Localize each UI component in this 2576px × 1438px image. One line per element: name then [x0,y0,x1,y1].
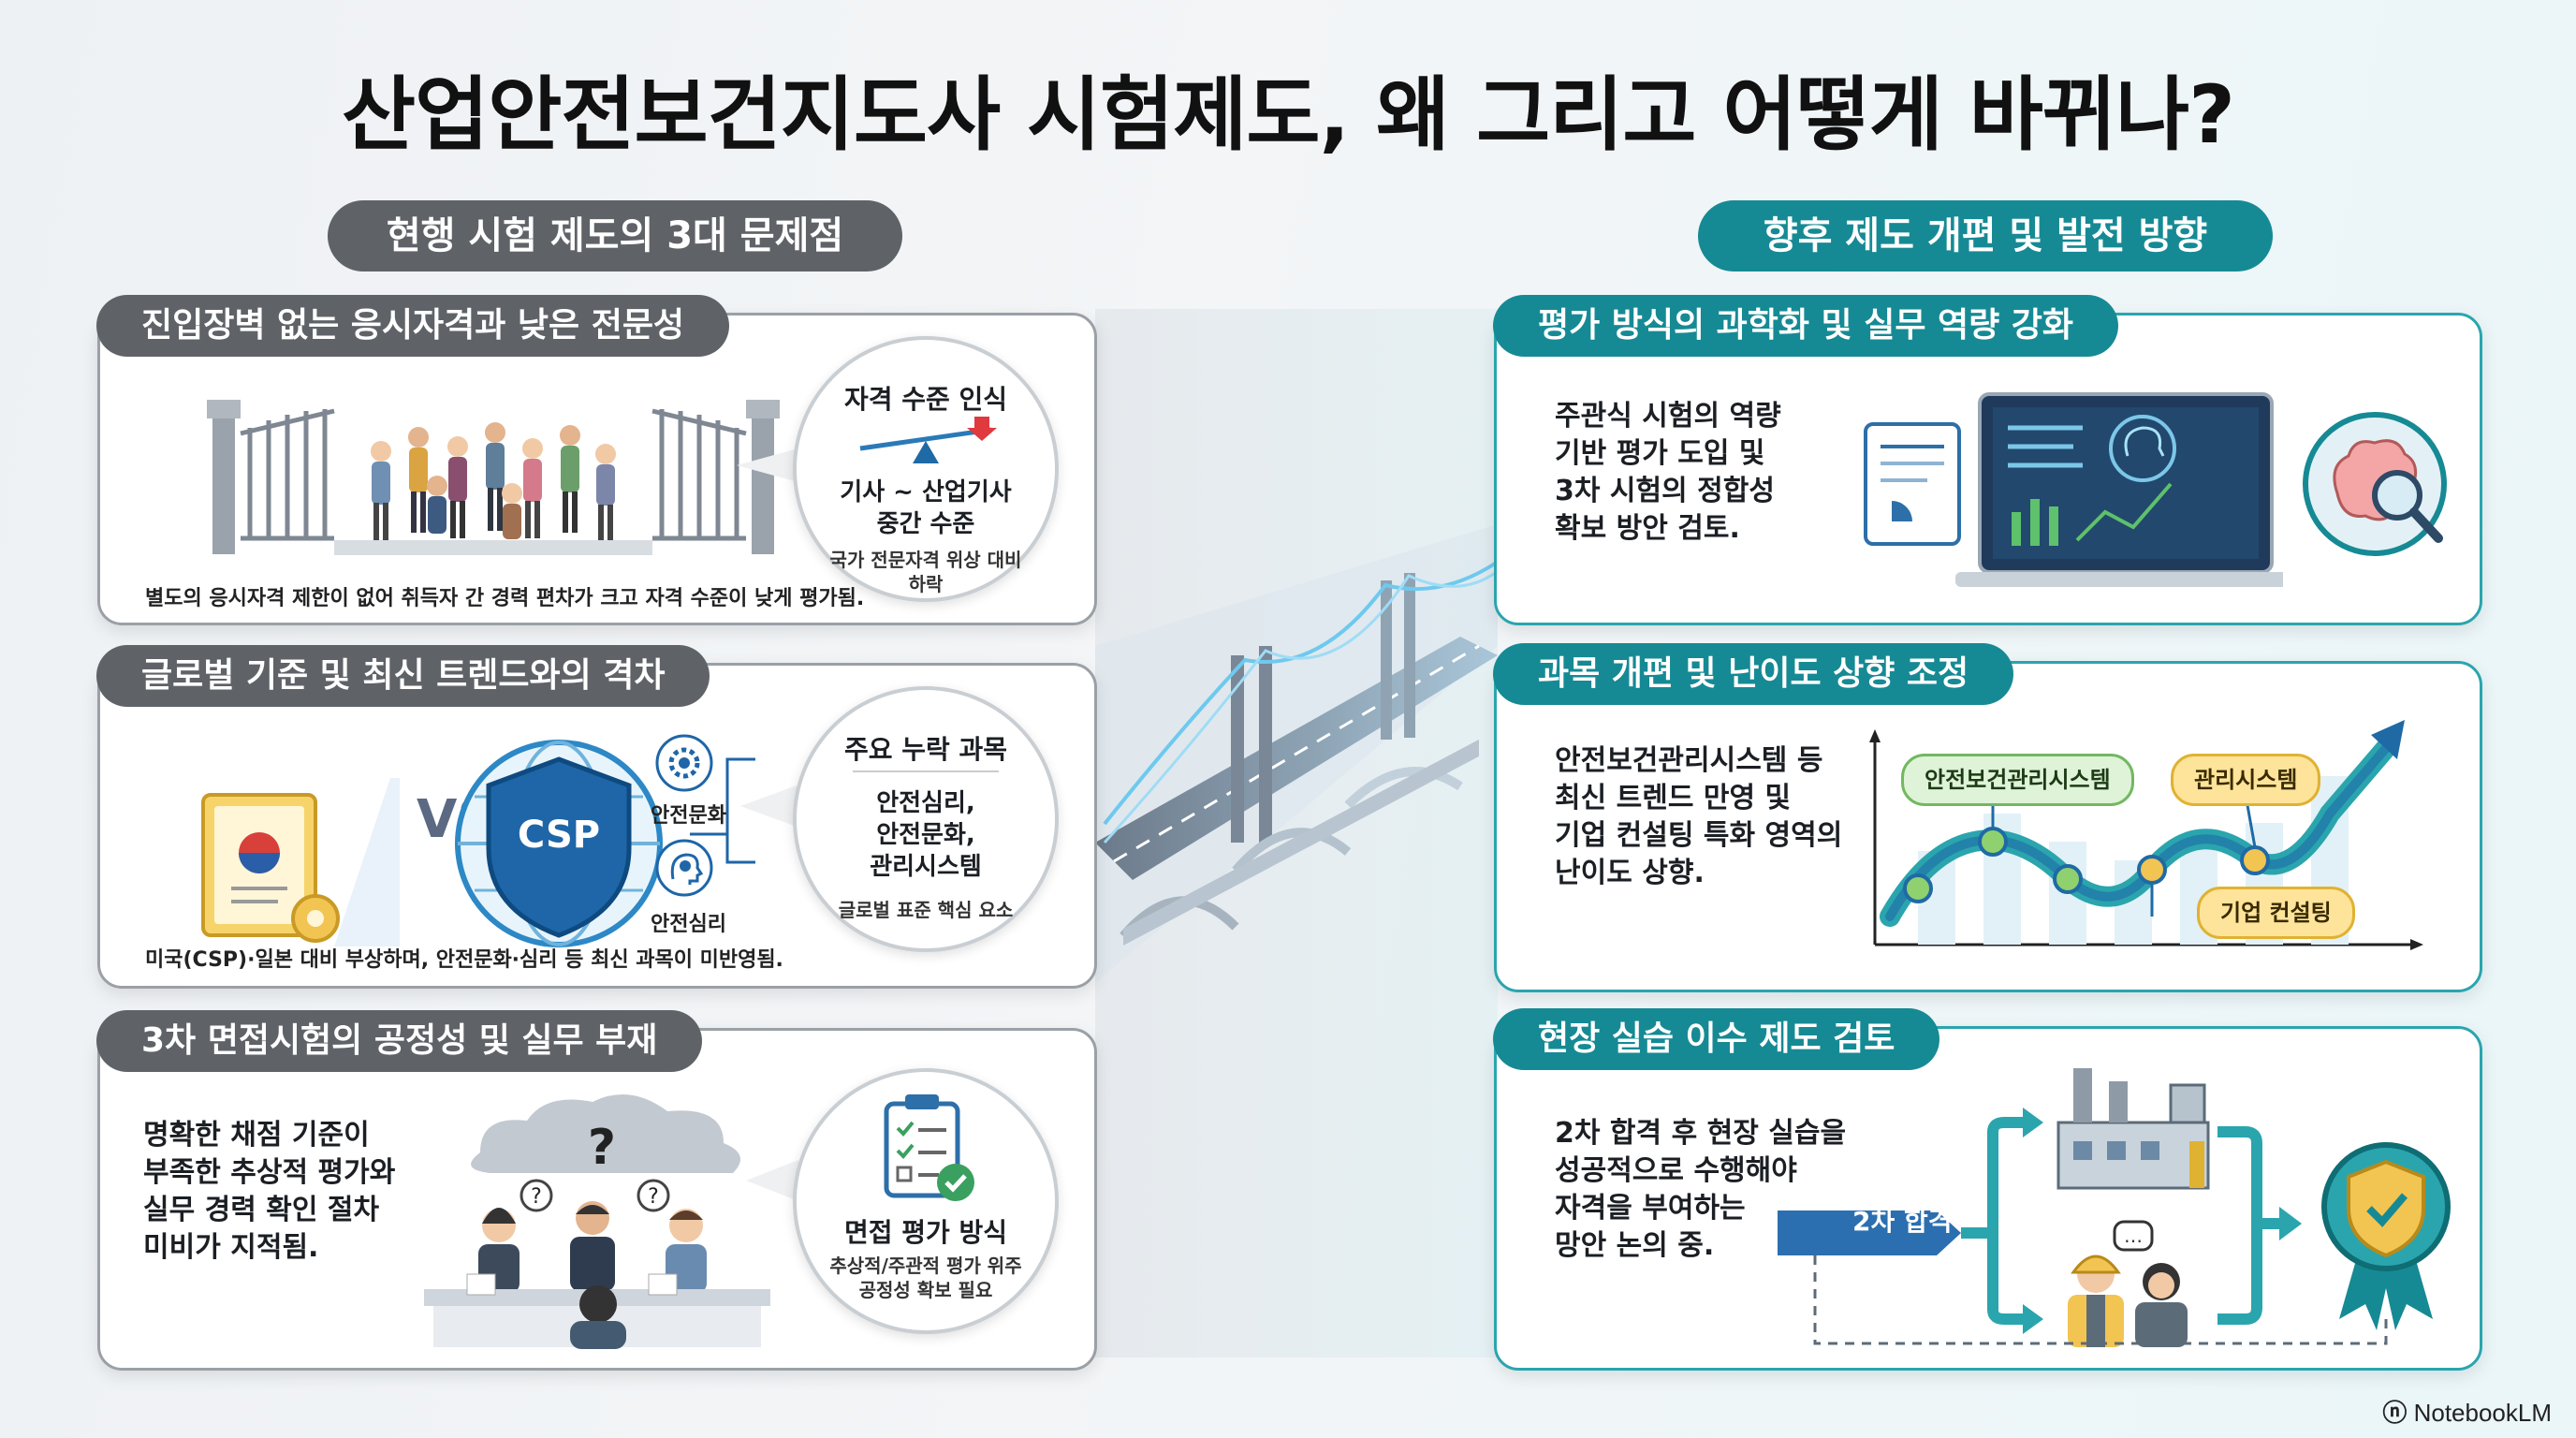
problem-card-3-title: 3차 면접시험의 공정성 및 실무 부재 [96,1010,703,1072]
direction-card-2: 과목 개편 및 난이도 상향 조정 안전보건관리시스템 등 최신 트렌드 만영 … [1493,643,2482,992]
circle-title: 자격 수준 인식 [843,384,1008,415]
growth-curve-chart-icon [1869,720,2423,950]
logo-icon: ⓝ [2382,1399,2414,1427]
laptop-analytics-icon [1864,392,2283,587]
direction-card-3-body-3: 자격을 부여하는 [1555,1192,1746,1225]
direction-card-1-body-2: 기반 평가 도입 및 [1555,437,1765,470]
problem-card-1-caption: 별도의 응시자격 제한이 없어 취득자 간 경력 편차가 크고 자격 수준이 낮… [145,587,865,610]
circle-title: 면접 평가 방식 [843,1217,1008,1248]
brain-head-icon [655,839,713,897]
process-flow-diagram: … [1778,1068,2451,1347]
direction-card-2-body-4: 난이도 상향. [1555,857,1705,889]
gear-icon [655,734,713,792]
direction-card-2-body-3: 기업 컨설팅 특화 영역의 [1555,819,1843,852]
problem-card-3-body-1: 명확한 채점 기준이 [143,1119,370,1152]
icon-label-safety-psychology: 안전심리 [651,913,726,936]
balance-scale-icon [859,417,997,463]
brain-magnifier-icon [2303,412,2447,556]
direction-card-1-body-1: 주관식 시험의 역량 [1555,400,1781,433]
circle-mid-3: 관리시스템 [870,853,982,881]
problem-card-3: 3차 면접시험의 공정성 및 실무 부재 명확한 채점 기준이 부족한 추상적 … [96,1010,1097,1371]
circle-mid-2: 중간 수준 [876,510,975,538]
problem-card-1-circle: 자격 수준 인식 기사 ~ 산업기사 중간 수준 국가 전문자격 위상 대비 하… [793,336,1059,602]
chip-safety-mgmt-system: 안전보건관리시스템 [1901,754,2134,806]
icon-label-safety-culture: 안전문화 [651,804,726,828]
direction-card-1-body-4: 확보 방안 검토. [1555,512,1740,545]
problem-card-1-title: 진입장벽 없는 응시자격과 낮은 전문성 [96,295,730,357]
gate-crowd-illustration [207,400,780,555]
svg-text:?: ? [531,1185,542,1209]
direction-card-2-body-1: 안전보건관리시스템 등 [1555,744,1823,777]
checklist-clipboard-icon [884,1094,974,1201]
svg-text:?: ? [588,1120,616,1176]
circle-foot: 글로벌 표준 핵심 요소 [838,899,1014,921]
circle-foot: 국가 전문자격 위상 대비 하락 [829,549,1022,595]
direction-card-3-body-4: 망안 논의 중. [1555,1229,1715,1262]
problem-card-2-title: 글로벌 기준 및 최신 트렌드와의 격차 [96,645,710,707]
direction-card-3-title: 현장 실습 이수 제도 검토 [1493,1008,1940,1070]
problem-card-1: 진입장벽 없는 응시자격과 낮은 전문성 [96,295,1097,625]
csp-shield-globe-icon [455,740,663,947]
left-section-header: 현행 시험 제도의 3대 문제점 [328,200,902,271]
problem-card-3-body-2: 부족한 추상적 평가와 [143,1156,396,1189]
direction-card-2-body-2: 최신 트렌드 만영 및 [1555,782,1792,814]
chip-corporate-consulting: 기업 컨설팅 [2197,887,2355,939]
problem-card-2-circle: 주요 누락 과목 안전심리, 안전문화, 관리시스템 글로벌 표준 핵심 요소 [793,686,1059,952]
svg-text:?: ? [648,1185,659,1209]
problem-card-3-body-4: 미비가 지적됨. [143,1231,319,1264]
problem-card-2: 글로벌 기준 및 최신 트렌드와의 격차 VS CSP 안전문화 안전심리 [96,645,1097,989]
circle-mid-1: 안전심리, [876,789,975,817]
problem-card-2-caption: 미국(CSP)·일본 대비 부상하며, 안전문화·심리 등 최신 과목이 미반영… [145,948,783,972]
csp-label: CSP [517,814,601,857]
logo-text: NotebookLM [2413,1399,2552,1427]
direction-card-3: 현장 실습 이수 제도 검토 2차 합격 후 현장 실습을 성공적으로 수행해야… [1493,1008,2482,1371]
speech-pointer [740,785,797,827]
connector-lines [690,757,755,864]
right-section-header: 향후 제도 개편 및 발전 방향 [1698,200,2273,271]
direction-card-3-body-2: 성공적으로 수행해야 [1555,1154,1797,1187]
problem-card-3-body-3: 실무 경력 확인 절차 [143,1194,380,1226]
page-title: 산업안전보건지도사 시험제도, 왜 그리고 어떻게 바뀌나? [341,68,2235,162]
interview-illustration: ? ? ? [424,1094,770,1349]
direction-card-3-body-1: 2차 합격 후 현장 실습을 [1555,1117,1847,1150]
problem-card-3-circle: 면접 평가 방식 추상적/주관적 평가 위주 공정성 확보 필요 [793,1068,1059,1334]
direction-card-1: 평가 방식의 과학화 및 실무 역량 강화 주관식 시험의 역량 기반 평가 도… [1493,295,2482,625]
circle-mid-1: 기사 ~ 산업기사 [840,478,1012,506]
second-pass-label: 2차 합격 [1852,1206,1953,1237]
notebooklm-logo: ⓝ NotebookLM [2382,1394,2552,1429]
chip-mgmt-system: 관리시스템 [2171,754,2321,806]
circle-foot: 추상적/주관적 평가 위주 공정성 확보 필요 [829,1255,1022,1301]
circle-title: 주요 누락 과목 [843,734,1008,765]
circle-mid-2: 안전문화, [876,821,975,849]
direction-card-1-body-3: 3차 시험의 정합성 [1555,475,1775,507]
speech-pointer [746,1160,798,1201]
svg-text:…: … [2124,1225,2143,1247]
direction-card-2-title: 과목 개편 및 난이도 상향 조정 [1493,643,2014,705]
certificate-icon [201,778,400,946]
direction-card-1-title: 평가 방식의 과학화 및 실무 역량 강화 [1493,295,2118,357]
